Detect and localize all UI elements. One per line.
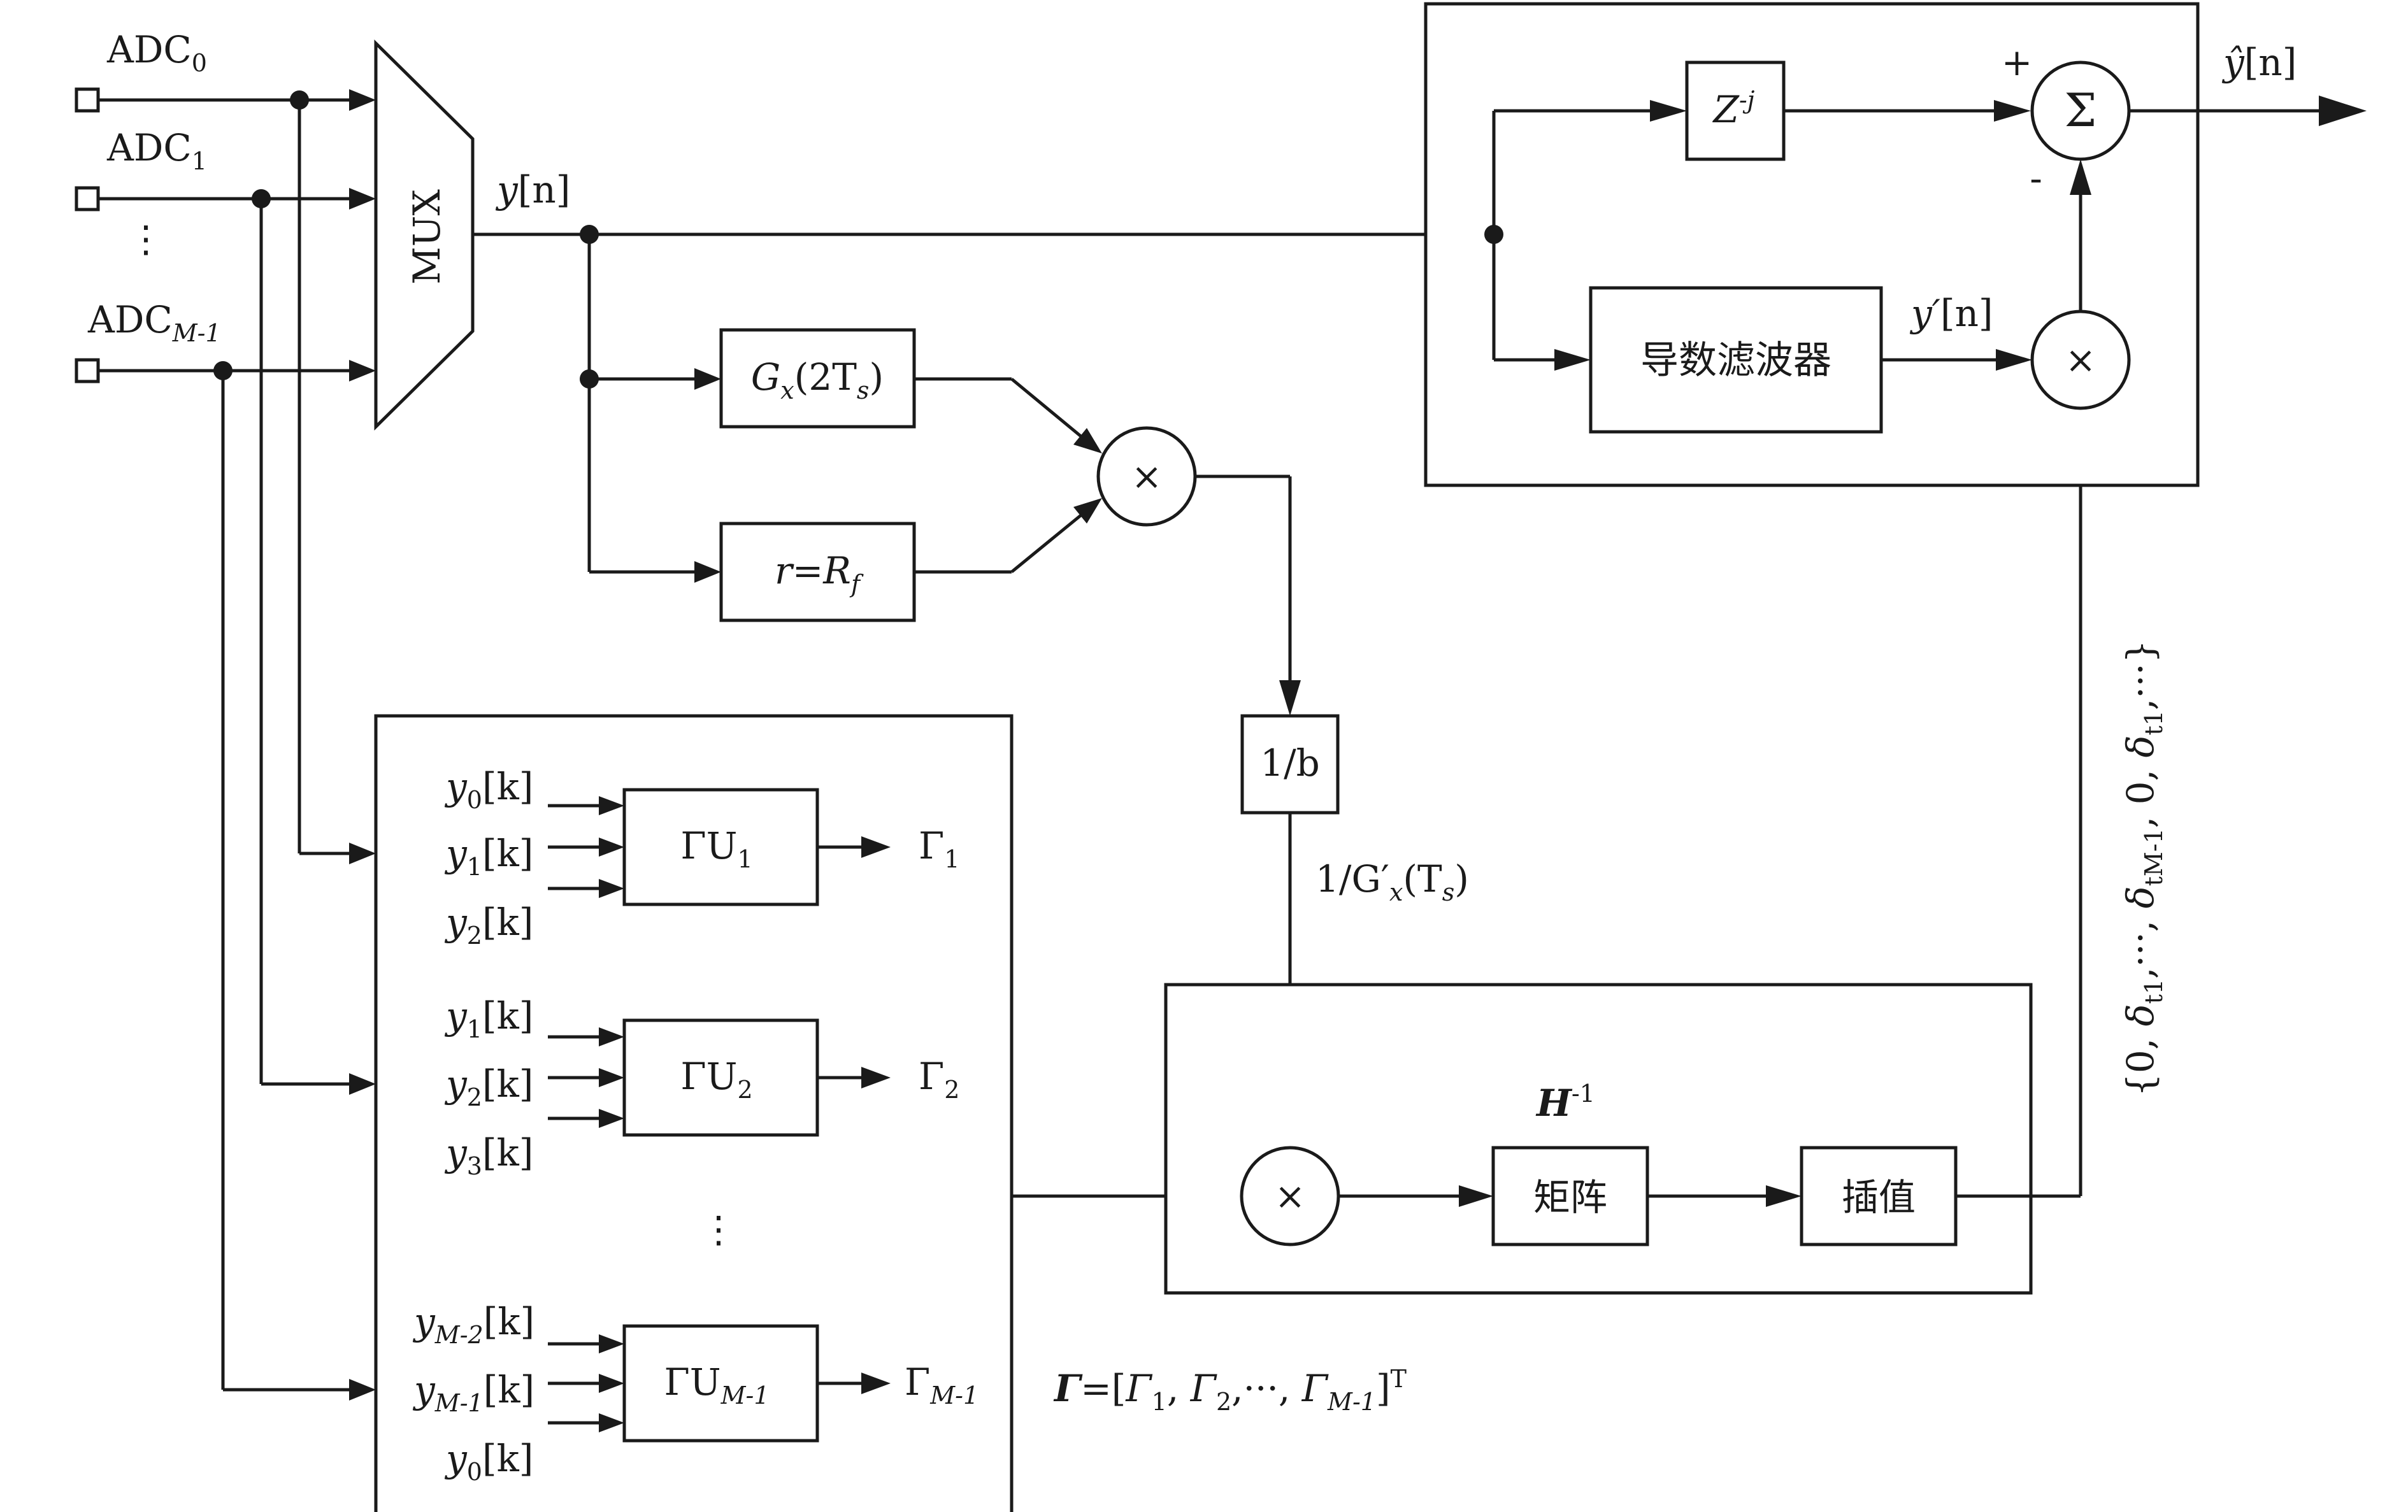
gamma-unit-m: yM-2[k] yM-1[k] y0[k] ΓUM-1 ΓM-1 [412, 1300, 978, 1486]
gammam-input-1: yM-1[k] [412, 1368, 534, 1417]
gamma-unit-2: y1[k] y2[k] y3[k] ΓU2 Γ2 [444, 994, 959, 1180]
gx-block: Gx(2Ts) [719, 328, 916, 429]
output: ŷ[n] [2129, 41, 2367, 126]
gx-label: Gx(2Ts) [751, 355, 884, 404]
gamma-block: y0[k] y1[k] y2[k] ΓU1 Γ1 y1[k] y2[k] y3[… [374, 714, 1014, 1512]
adcm-terminal [75, 358, 100, 383]
deriv-filter-label: 导数滤波器 [1640, 338, 1831, 383]
gamma2-input-2: y3[k] [444, 1131, 533, 1180]
gamma1-input-1: y1[k] [444, 832, 533, 881]
gamma-vector-definition: Γ=[Γ1, Γ2,···, ΓM-1]T [1053, 1365, 1407, 1416]
gammam-input-2: y0[k] [444, 1437, 533, 1486]
adc1-terminal [75, 186, 100, 211]
correction-block: Z-j Σ + - 导数滤波器 y′[n] × [1424, 2, 2200, 487]
adc-dots: ⋮ [127, 217, 164, 260]
yn-bus: y[n] [473, 168, 1494, 583]
gammam-input-0: yM-2[k] [412, 1300, 534, 1349]
sum-minus: - [2030, 157, 2042, 200]
adc1-label: ADC1 [106, 126, 207, 175]
gamma2-input-0: y1[k] [444, 994, 533, 1043]
mult2-symbol: × [1275, 1174, 1306, 1218]
adc0-terminal [75, 87, 100, 113]
yprime-label: y′[n] [1909, 292, 1993, 335]
delay-label: Z-j [1712, 86, 1755, 131]
inv-gx-label: 1/G′x(Ts) [1315, 857, 1469, 906]
gamma-unit-1: y0[k] y1[k] y2[k] ΓU1 Γ1 [444, 765, 959, 950]
gamma-unit-m-label: ΓUM-1 [664, 1360, 769, 1409]
sum-symbol: Σ [2065, 83, 2097, 137]
gamma-2-output: Γ2 [919, 1055, 959, 1104]
gamma-dots: ⋮ [700, 1208, 737, 1251]
adcm-label: ADCM-1 [87, 298, 221, 347]
r-block: r=Rf [719, 522, 916, 622]
interp-label: 插值 [1842, 1176, 1916, 1219]
sum-plus: + [2002, 41, 2033, 84]
delta-sequence: {0, δt1,···, δtM-1, 0, δt1,···} [2119, 640, 2168, 1097]
gx-r-multiplier: × [914, 377, 1301, 716]
gamma-unit-2-label: ΓU2 [680, 1055, 752, 1104]
gamma1-input-0: y0[k] [444, 765, 533, 814]
gamma2-input-1: y2[k] [444, 1062, 533, 1111]
gamma-unit-1-label: ΓU1 [680, 824, 752, 873]
mult1-symbol: × [1131, 455, 1163, 498]
mux: MUX [374, 39, 475, 431]
matrix-label: 矩阵 [1533, 1176, 1607, 1219]
r-label: r=Rf [775, 549, 864, 598]
h-inverse-label: H-1 [1535, 1080, 1595, 1125]
one-over-b-label: 1/b [1260, 741, 1320, 785]
yn-label: y[n] [495, 168, 570, 211]
mux-label: MUX [405, 189, 448, 285]
h-inverse-block: H-1 × 矩阵 插值 [1164, 983, 2033, 1295]
gamma1-input-2: y2[k] [444, 901, 533, 950]
yhat-label: ŷ[n] [2221, 41, 2297, 84]
adc0-label: ADC0 [106, 28, 207, 77]
gamma-m-output: ΓM-1 [905, 1360, 978, 1409]
gamma-1-output: Γ1 [919, 824, 959, 873]
adc-inputs: ADC0 ADC1 ⋮ ADCM-1 [75, 28, 376, 1401]
mult3-symbol: × [2065, 338, 2096, 382]
